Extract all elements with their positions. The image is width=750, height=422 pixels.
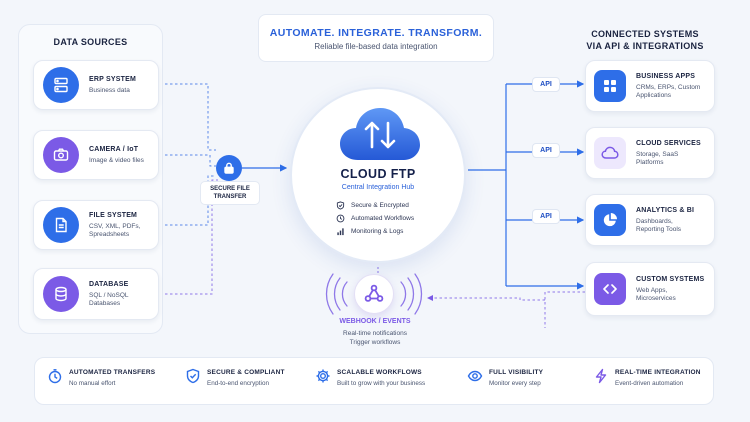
- hub-feature: Automated Workflows: [336, 214, 414, 223]
- feature-desc: No manual effort: [69, 380, 116, 387]
- system-desc: CRMs, ERPs, Custom Applications: [636, 83, 701, 100]
- hub-feature: Secure & Encrypted: [336, 201, 409, 210]
- source-desc: Image & video files: [89, 156, 144, 164]
- feature-desc: Built to grow with your business: [337, 380, 426, 387]
- system-card-custom[interactable]: CUSTOM SYSTEMS Web Apps, Microservices: [585, 262, 715, 316]
- webhook-waves-left: [325, 273, 348, 315]
- hub-feature: Monitoring & Logs: [336, 227, 403, 236]
- feature-title: AUTOMATED TRANSFERS: [69, 369, 156, 376]
- lightning-icon: [595, 368, 607, 384]
- server-icon: [43, 67, 79, 103]
- header-banner: AUTOMATE. INTEGRATE. TRANSFORM. Reliable…: [258, 14, 494, 62]
- line-camera: [160, 154, 216, 167]
- gear-icon: [316, 369, 330, 383]
- feature-desc: Monitor every step: [489, 380, 541, 387]
- eye-icon: [467, 370, 483, 382]
- source-title: ERP SYSTEM: [89, 75, 136, 83]
- header-title: AUTOMATE. INTEGRATE. TRANSFORM.: [269, 27, 483, 39]
- camera-icon: [43, 137, 79, 173]
- line-erp: [160, 83, 216, 151]
- shield-icon: [186, 368, 200, 384]
- api-badge: API: [532, 143, 560, 158]
- source-card-filesystem[interactable]: FILE SYSTEM CSV, XML, PDFs, Spreadsheets: [33, 200, 159, 250]
- source-title: FILE SYSTEM: [89, 211, 138, 219]
- feature-item: AUTOMATED TRANSFERS No manual effort: [47, 368, 155, 388]
- lock-icon: [216, 155, 242, 181]
- source-title: DATABASE: [89, 280, 129, 288]
- clock-icon: [336, 214, 345, 223]
- source-desc: SQL / NoSQL Databases: [89, 291, 129, 308]
- grid-apps-icon: [594, 70, 626, 102]
- pie-chart-icon: [594, 204, 626, 236]
- system-title: ANALYTICS & BI: [636, 206, 695, 214]
- api-badge: API: [532, 77, 560, 92]
- feature-desc: End-to-end encryption: [207, 380, 269, 387]
- feature-item: REAL-TIME INTEGRATION Event-driven autom…: [593, 368, 701, 388]
- timer-icon: [48, 369, 62, 384]
- hub-title: CLOUD FTP: [340, 167, 416, 181]
- feature-title: SECURE & COMPLIANT: [207, 369, 285, 376]
- database-icon: [43, 276, 79, 312]
- feature-item: SECURE & COMPLIANT End-to-end encryption: [185, 368, 285, 388]
- system-title: CLOUD SERVICES: [636, 139, 701, 147]
- webhook-desc: Real-time notifications Trigger workflow…: [343, 330, 407, 346]
- feature-title: REAL-TIME INTEGRATION: [615, 369, 701, 376]
- hub-feature-label: Automated Workflows: [351, 215, 415, 222]
- hub-feature-label: Secure & Encrypted: [351, 202, 409, 209]
- webhook-waves-right: [400, 273, 423, 315]
- hub-feature-label: Monitoring & Logs: [351, 228, 404, 235]
- secure-transfer-label: SECURE FILE TRANSFER: [200, 181, 260, 205]
- bar-chart-icon: [337, 228, 344, 236]
- data-sources-title: DATA SOURCES: [53, 37, 128, 47]
- connected-systems-title: CONNECTED SYSTEMS VIA API & INTEGRATIONS: [560, 28, 730, 52]
- connected-title-line1: CONNECTED SYSTEMS: [591, 29, 699, 39]
- source-desc: Business data: [89, 86, 130, 94]
- system-desc: Storage, SaaS Platforms: [636, 150, 679, 167]
- api-badge: API: [532, 209, 560, 224]
- system-card-analytics[interactable]: ANALYTICS & BI Dashboards, Reporting Too…: [585, 194, 715, 246]
- webhook-title: WEBHOOK / EVENTS: [339, 318, 411, 325]
- hub-subtitle: Central Integration Hub: [341, 184, 415, 191]
- cloud-transfer-icon: [338, 105, 422, 170]
- system-desc: Dashboards, Reporting Tools: [636, 217, 682, 234]
- system-card-business-apps[interactable]: BUSINESS APPS CRMs, ERPs, Custom Applica…: [585, 60, 715, 112]
- line-webhook-loop: [544, 291, 585, 328]
- system-desc: Web Apps, Microservices: [636, 286, 676, 303]
- system-title: BUSINESS APPS: [636, 72, 696, 80]
- document-icon: [43, 207, 79, 243]
- source-card-database[interactable]: DATABASE SQL / NoSQL Databases: [33, 268, 159, 320]
- source-title: CAMERA / IoT: [89, 145, 139, 153]
- connected-title-line2: VIA API & INTEGRATIONS: [586, 41, 704, 51]
- feature-item: FULL VISIBILITY Monitor every step: [467, 368, 543, 388]
- code-icon: [594, 273, 626, 305]
- cloud-icon: [594, 137, 626, 169]
- shield-check-icon: [336, 201, 345, 210]
- features-bar: AUTOMATED TRANSFERS No manual effort SEC…: [34, 357, 714, 405]
- cloud-ftp-hub[interactable]: CLOUD FTP Central Integration Hub Secure…: [290, 87, 466, 263]
- system-title: CUSTOM SYSTEMS: [636, 275, 705, 283]
- feature-title: SCALABLE WORKFLOWS: [337, 369, 422, 376]
- webhook-icon[interactable]: [354, 274, 394, 314]
- feature-item: SCALABLE WORKFLOWS Built to grow with yo…: [315, 368, 425, 388]
- source-card-erp[interactable]: ERP SYSTEM Business data: [33, 60, 159, 110]
- feature-desc: Event-driven automation: [615, 380, 684, 387]
- line-custom-to-webhook: [427, 295, 545, 301]
- system-card-cloud-services[interactable]: CLOUD SERVICES Storage, SaaS Platforms: [585, 127, 715, 179]
- header-subtitle: Reliable file-based data integration: [314, 42, 438, 51]
- source-desc: CSV, XML, PDFs, Spreadsheets: [89, 222, 141, 239]
- feature-title: FULL VISIBILITY: [489, 369, 544, 376]
- source-card-camera[interactable]: CAMERA / IoT Image & video files: [33, 130, 159, 180]
